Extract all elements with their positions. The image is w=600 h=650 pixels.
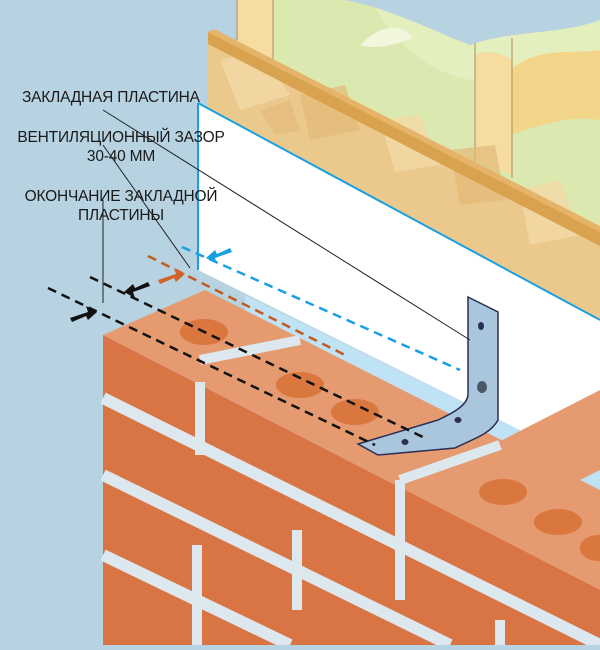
embed-plate-anchor — [356, 295, 499, 456]
label-vent-gap: ВЕНТИЛЯЦИОННЫЙ ЗАЗОР 30-40 ММ — [5, 128, 237, 166]
leader-lines — [102, 109, 471, 341]
arrow-orange-right-icon — [158, 268, 185, 284]
wind-membrane — [197, 102, 600, 470]
arrow-black-left-icon — [124, 282, 150, 298]
label-plate-end: ОКОНЧАНИЕ ЗАКЛАДНОЙ ПЛАСТИНЫ — [14, 187, 228, 225]
arrow-black-right-icon — [70, 306, 97, 322]
label-vent-gap-line1: ВЕНТИЛЯЦИОННЫЙ ЗАЗОР — [17, 129, 225, 146]
brick-wall — [100, 290, 600, 650]
label-vent-gap-line2: 30-40 ММ — [86, 148, 156, 165]
label-embed-plate: ЗАКЛАДНАЯ ПЛАСТИНА — [22, 89, 200, 106]
label-plate-end-line2: ПЛАСТИНЫ — [78, 207, 164, 224]
osb-board — [208, 29, 600, 325]
label-plate-end-line1: ОКОНЧАНИЕ ЗАКЛАДНОЙ — [24, 188, 218, 205]
arrow-blue-left-icon — [206, 248, 232, 264]
